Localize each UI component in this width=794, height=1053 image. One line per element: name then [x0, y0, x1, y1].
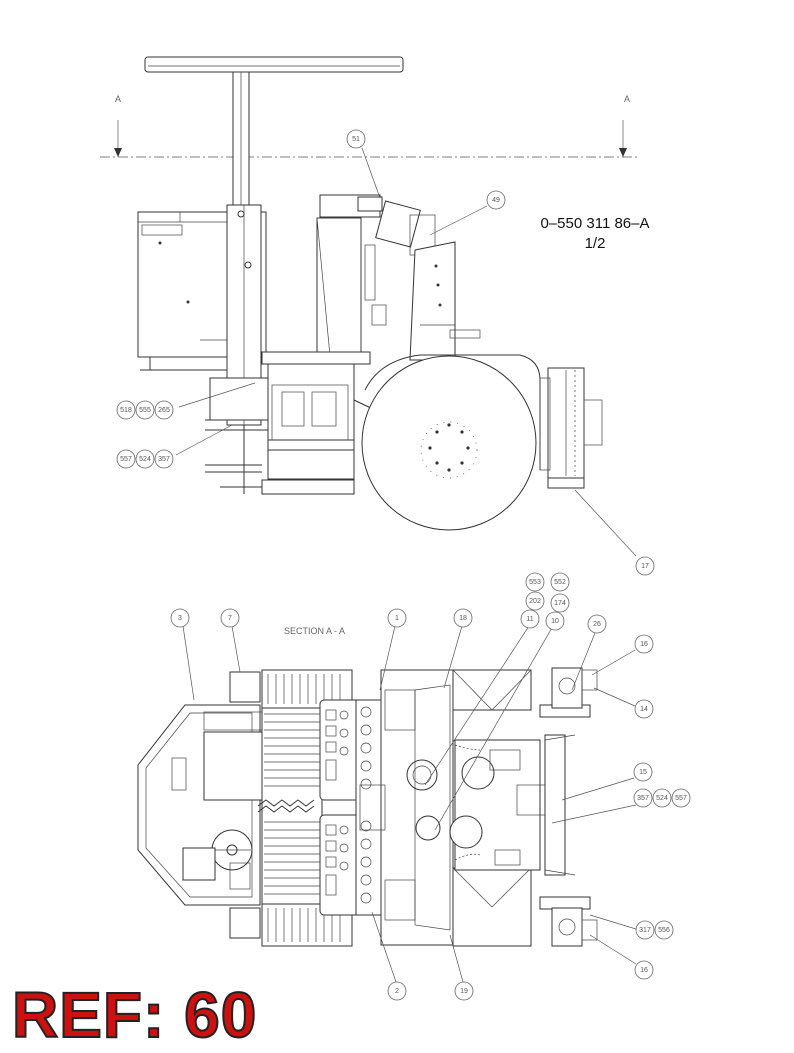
svg-text:357: 357 — [637, 795, 649, 802]
side-elevation-view: A A — [100, 56, 640, 531]
callout-1: 1 — [387, 608, 407, 628]
sheet-number: 1/2 — [584, 235, 606, 252]
callout-265: 265 — [154, 400, 174, 420]
svg-text:357: 357 — [158, 456, 170, 463]
svg-text:2: 2 — [395, 988, 399, 995]
callout-7: 7 — [220, 608, 240, 628]
section-marker-left: A — [115, 94, 121, 104]
callout-16-bottom: 16 — [634, 960, 654, 980]
svg-text:553: 553 — [529, 579, 541, 586]
callout-2: 2 — [387, 981, 407, 1001]
callout-15: 15 — [633, 762, 653, 782]
svg-text:518: 518 — [120, 407, 132, 414]
callout-10: 10 — [545, 611, 565, 631]
svg-text:555: 555 — [139, 407, 151, 414]
svg-text:557: 557 — [120, 456, 132, 463]
callouts-bottom: 553 552 202 174 3 7 1 18 — [170, 572, 691, 1001]
callout-26: 26 — [587, 614, 607, 634]
svg-text:317: 317 — [639, 927, 651, 934]
callout-16-top: 16 — [634, 634, 654, 654]
callout-18-top: 18 — [453, 608, 473, 628]
svg-text:265: 265 — [158, 407, 170, 414]
callout-11: 11 — [520, 609, 540, 629]
svg-text:174: 174 — [554, 600, 566, 607]
svg-text:11: 11 — [526, 616, 533, 623]
callout-524-top: 524 — [135, 449, 155, 469]
callout-202: 202 — [525, 591, 545, 611]
callout-357-bottom: 357 — [633, 788, 653, 808]
section-marker-right: A — [624, 94, 630, 104]
section-title: SECTION A - A — [284, 626, 345, 636]
document-number-block: 0–550 311 86–A 1/2 — [520, 214, 670, 254]
callout-555: 555 — [135, 400, 155, 420]
callout-524-bottom: 524 — [652, 788, 672, 808]
svg-text:16: 16 — [640, 641, 648, 648]
callout-3: 3 — [170, 608, 190, 628]
svg-text:524: 524 — [139, 456, 151, 463]
svg-text:7: 7 — [228, 615, 232, 622]
callout-557-bottom: 557 — [671, 788, 691, 808]
callout-19: 19 — [454, 981, 474, 1001]
svg-text:1: 1 — [395, 615, 399, 622]
svg-text:556: 556 — [658, 927, 670, 934]
callout-556: 556 — [654, 920, 674, 940]
svg-text:15: 15 — [639, 769, 647, 776]
svg-text:26: 26 — [593, 621, 601, 628]
svg-text:557: 557 — [675, 795, 687, 802]
svg-text:552: 552 — [554, 579, 566, 586]
svg-text:14: 14 — [640, 706, 648, 713]
svg-text:202: 202 — [529, 598, 541, 605]
document-number: 0–550 311 86–A — [540, 215, 650, 232]
svg-text:18: 18 — [459, 615, 467, 622]
callout-49: 49 — [486, 190, 506, 210]
callouts-top: 51 49 518 555 265 557 524 357 — [116, 129, 655, 576]
callout-557-top: 557 — [116, 449, 136, 469]
callout-17: 17 — [635, 556, 655, 576]
svg-text:16: 16 — [640, 967, 648, 974]
svg-text:19: 19 — [460, 988, 468, 995]
svg-text:3: 3 — [178, 615, 182, 622]
callout-553: 553 — [525, 572, 545, 592]
callout-552: 552 — [550, 572, 570, 592]
svg-text:17: 17 — [641, 563, 649, 570]
callout-174: 174 — [550, 593, 570, 613]
svg-text:49: 49 — [492, 197, 500, 204]
callout-14: 14 — [634, 699, 654, 719]
svg-text:51: 51 — [352, 136, 360, 143]
ref-label: REF: 60 — [11, 979, 258, 1051]
callout-518: 518 — [116, 400, 136, 420]
svg-text:10: 10 — [551, 618, 559, 625]
section-view: SECTION A - A — [137, 626, 598, 947]
svg-text:524: 524 — [656, 795, 668, 802]
callout-317: 317 — [635, 920, 655, 940]
callout-357-top: 357 — [154, 449, 174, 469]
callout-51: 51 — [346, 129, 366, 149]
